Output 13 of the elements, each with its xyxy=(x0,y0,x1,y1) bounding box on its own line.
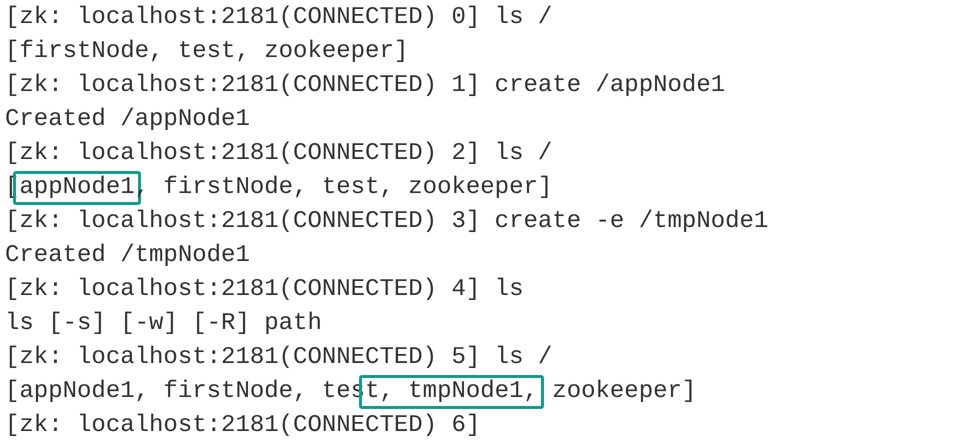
terminal-text: [zk: localhost:2181(CONNECTED) 5] ls / xyxy=(5,343,552,373)
terminal-text: Created /appNode1 xyxy=(5,105,250,135)
terminal-text: [zk: localhost:2181(CONNECTED) 0] ls / xyxy=(5,3,552,33)
terminal-text: [zk: localhost:2181(CONNECTED) 6] xyxy=(5,411,480,441)
terminal-text: ls [-s] [-w] [-R] path xyxy=(5,309,322,339)
terminal-text: [zk: localhost:2181(CONNECTED) 1] create /appNode1 xyxy=(5,71,726,101)
terminal-text: [firstNode, test, zookeeper] xyxy=(5,37,408,67)
terminal-text: zookeeper] xyxy=(551,377,696,407)
terminal-text: [zk: localhost:2181(CONNECTED) 4] ls xyxy=(5,275,524,305)
terminal-text: [zk: localhost:2181(CONNECTED) 2] ls / xyxy=(5,139,552,169)
terminal-text: [zk: localhost:2181(CONNECTED) 3] create -e /tmpNode1 xyxy=(5,207,768,237)
highlight-box: t, tmpNode1, xyxy=(359,375,544,409)
terminal-text: Created /tmpNode1 xyxy=(5,241,250,271)
